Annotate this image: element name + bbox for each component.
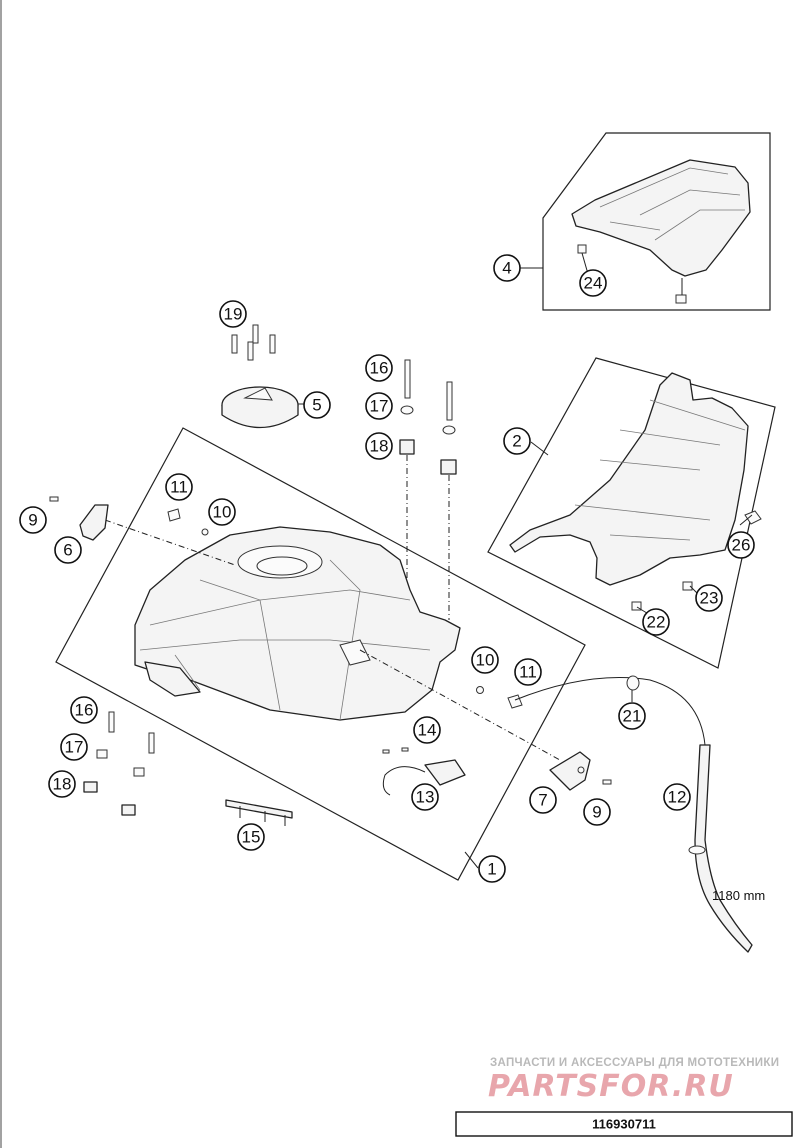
fuel-tank xyxy=(134,526,461,721)
svg-text:11: 11 xyxy=(519,663,537,682)
svg-text:12: 12 xyxy=(668,788,687,807)
hose-12 xyxy=(514,675,753,953)
watermark-tagline: ЗАПЧАСТИ И АКСЕССУАРЫ ДЛЯ МОТОТЕХНИКИ xyxy=(490,1057,779,1069)
svg-text:9: 9 xyxy=(28,511,37,530)
pillion-seat-frame xyxy=(542,132,771,311)
svg-text:7: 7 xyxy=(538,791,547,810)
svg-text:10: 10 xyxy=(476,651,495,670)
callout-18-top: 18 xyxy=(365,432,393,460)
callout-11-left: 11 xyxy=(165,473,193,501)
svg-text:26: 26 xyxy=(732,536,751,555)
svg-text:14: 14 xyxy=(418,721,437,740)
pillion-seat xyxy=(571,159,751,304)
svg-text:2: 2 xyxy=(512,432,521,451)
callout-1: 1 xyxy=(478,855,506,883)
callouts: 1 2 4 5 6 7 9 9 10 10 11 11 12 13 14 15 … xyxy=(19,254,755,883)
svg-text:24: 24 xyxy=(584,274,603,293)
callout-19: 19 xyxy=(219,300,247,328)
callout-2: 2 xyxy=(503,427,531,455)
callout-9-left: 9 xyxy=(19,506,47,534)
hose-length-label: 1180 mm xyxy=(712,888,765,903)
svg-text:15: 15 xyxy=(242,828,261,847)
svg-text:19: 19 xyxy=(224,305,243,324)
fuel-cap xyxy=(221,386,306,429)
callout-15: 15 xyxy=(237,823,265,851)
callout-16-bottom: 16 xyxy=(70,696,98,724)
svg-text:16: 16 xyxy=(75,701,94,720)
bolt-stack-top xyxy=(399,359,457,620)
svg-text:11: 11 xyxy=(170,478,188,497)
svg-text:16: 16 xyxy=(370,359,389,378)
svg-text:6: 6 xyxy=(63,541,72,560)
callout-26: 26 xyxy=(727,531,755,559)
callout-24: 24 xyxy=(579,269,607,297)
fuel-tank-frame xyxy=(55,427,586,881)
callout-4: 4 xyxy=(493,254,521,282)
callout-18-bottom: 18 xyxy=(48,770,76,798)
svg-text:10: 10 xyxy=(213,503,232,522)
callout-10-right: 10 xyxy=(471,646,499,674)
svg-text:1: 1 xyxy=(487,860,496,879)
bolt-stack-bottom xyxy=(83,711,155,816)
fasteners-10-11-left xyxy=(167,508,209,536)
part-code: 116930711 xyxy=(592,1117,656,1132)
bracket-6 xyxy=(49,496,109,541)
dash-line-left xyxy=(104,519,236,566)
svg-text:4: 4 xyxy=(502,259,511,278)
svg-text:17: 17 xyxy=(65,738,84,757)
callout-9-right: 9 xyxy=(583,798,611,826)
callout-11-right: 11 xyxy=(514,658,542,686)
callout-10-left: 10 xyxy=(208,498,236,526)
bracket-7 xyxy=(549,751,612,791)
svg-text:21: 21 xyxy=(623,707,642,726)
svg-text:22: 22 xyxy=(647,613,666,632)
callout-22: 22 xyxy=(642,608,670,636)
callout-21: 21 xyxy=(618,702,646,730)
part-code-box: 116930711 xyxy=(455,1111,793,1137)
callout-23: 23 xyxy=(695,584,723,612)
svg-text:23: 23 xyxy=(700,589,719,608)
callout-6: 6 xyxy=(54,536,82,564)
watermark-logo-text: PARTSFOR.RU xyxy=(488,1069,734,1104)
callout-17-bottom: 17 xyxy=(60,733,88,761)
bracket-15 xyxy=(225,799,293,826)
rider-seat xyxy=(509,372,762,611)
callout-17-top: 17 xyxy=(365,392,393,420)
svg-text:13: 13 xyxy=(416,788,435,807)
screws-19 xyxy=(231,324,276,361)
svg-text:9: 9 xyxy=(592,803,601,822)
callout-13: 13 xyxy=(411,783,439,811)
callout-16-top: 16 xyxy=(365,354,393,382)
fasteners-10-11-right xyxy=(476,686,523,709)
callout-14: 14 xyxy=(413,716,441,744)
callout-7: 7 xyxy=(529,786,557,814)
rider-seat-frame xyxy=(487,357,776,669)
callout-12: 12 xyxy=(663,783,691,811)
svg-text:5: 5 xyxy=(312,396,321,415)
svg-text:18: 18 xyxy=(370,437,389,456)
callout-5: 5 xyxy=(303,391,331,419)
svg-text:17: 17 xyxy=(370,397,389,416)
fuel-pump-13 xyxy=(382,747,466,796)
svg-text:18: 18 xyxy=(53,775,72,794)
